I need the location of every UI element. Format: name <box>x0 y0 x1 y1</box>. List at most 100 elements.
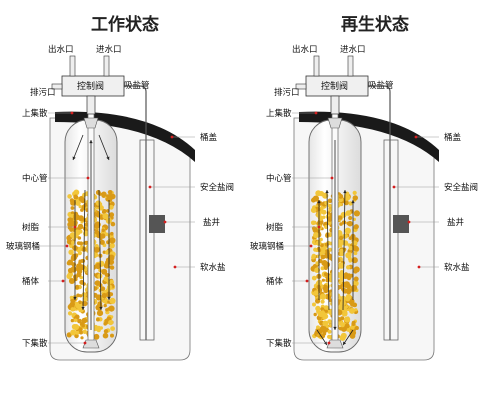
resin-bead <box>105 308 109 312</box>
label-brine-well: 盐井 <box>447 218 465 228</box>
resin-bead <box>327 334 332 339</box>
resin-bead <box>327 319 332 324</box>
label-salt: 软水盐 <box>444 263 470 273</box>
resin-bead <box>80 208 84 212</box>
outlet-pipe <box>69 55 76 77</box>
resin-bead <box>75 285 80 290</box>
label-drain: 排污口 <box>274 88 300 98</box>
panel-title: 再生状态 <box>341 15 409 35</box>
resin-bead <box>347 243 351 247</box>
resin-bead <box>77 236 82 240</box>
resin-bead <box>103 303 107 308</box>
label-salt: 软水盐 <box>200 263 226 273</box>
resin-bead <box>73 194 79 200</box>
resin-bead <box>75 200 81 206</box>
resin-bead <box>93 223 100 229</box>
resin-bead <box>327 329 332 334</box>
flow-arrow <box>342 189 346 311</box>
tank-lid <box>299 111 439 162</box>
resin-bead <box>352 217 356 221</box>
resin-bead <box>109 242 115 249</box>
leader-dot <box>317 225 321 229</box>
leader-dot <box>330 176 334 180</box>
flow-arrow <box>98 134 110 161</box>
resin-bead <box>313 312 317 317</box>
resin-bead <box>344 227 351 234</box>
resin-bead <box>351 322 356 326</box>
resin-bead <box>78 294 83 298</box>
resin-bead <box>350 329 357 336</box>
resin-bead <box>353 210 360 217</box>
label-drain: 排污口 <box>30 88 56 98</box>
resin-bead <box>67 221 74 228</box>
resin-bead <box>108 319 114 326</box>
resin-bead <box>94 229 100 235</box>
resin-bead <box>75 330 80 335</box>
resin-bead <box>317 310 323 316</box>
drain-port <box>51 83 63 90</box>
resin-bead <box>73 324 80 331</box>
brine-well <box>383 139 399 341</box>
label-resin: 树脂 <box>266 223 284 233</box>
resin-bead <box>350 302 355 307</box>
resin-bead <box>346 275 352 281</box>
resin-bead <box>320 299 325 304</box>
resin-bead <box>95 190 101 195</box>
resin-bead <box>325 324 330 328</box>
resin-bead <box>353 276 359 282</box>
label-valve: 控制阀 <box>77 82 105 92</box>
safety-brine-valve <box>393 215 409 233</box>
flow-arrowhead <box>99 306 103 310</box>
flow-arrowhead <box>333 326 337 330</box>
label-lower-distributor: 下集散 <box>22 339 48 349</box>
resin-bead <box>344 323 350 329</box>
flow-arrow <box>326 189 330 311</box>
leader-dot <box>61 279 65 283</box>
resin-bead <box>102 209 107 214</box>
resin-bead <box>320 266 325 271</box>
resin-bead <box>97 273 103 279</box>
resin-bead <box>75 304 80 309</box>
resin-bead <box>68 249 74 255</box>
label-inlet: 进水口 <box>96 45 122 55</box>
resin-bead <box>353 269 358 274</box>
label-safety-brine-valve: 安全盐阀 <box>444 183 479 193</box>
resin-bead <box>345 288 352 295</box>
valve-neck <box>330 95 340 115</box>
leader-dot <box>70 111 74 115</box>
resin-bead <box>319 237 323 242</box>
resin-bead <box>323 288 329 294</box>
resin-bead <box>101 191 107 198</box>
leader-dot <box>170 135 174 139</box>
resin-bead <box>338 304 345 311</box>
resin-bead <box>76 241 81 246</box>
resin-bead <box>69 232 76 238</box>
resin-bead <box>342 240 349 246</box>
resin-bead <box>327 203 332 208</box>
resin-bead <box>102 332 109 339</box>
resin-bead <box>104 232 109 237</box>
resin-bead <box>324 309 328 313</box>
tank-lid <box>55 111 195 162</box>
leader-dot <box>73 225 77 229</box>
flow-arrowhead <box>107 296 111 300</box>
resin-bead <box>101 228 105 233</box>
leader-dot <box>86 176 90 180</box>
resin-bead <box>106 284 113 291</box>
resin-bead <box>339 222 343 226</box>
resin-bead <box>108 204 114 210</box>
resin-bead <box>353 224 359 230</box>
resin-bead <box>345 210 352 216</box>
flow-arrowhead <box>343 190 347 194</box>
resin-bead <box>100 233 106 239</box>
flow-arrowhead <box>317 200 321 204</box>
resin-bead <box>345 252 352 259</box>
leader-dot <box>392 185 396 189</box>
resin-bead <box>344 316 351 323</box>
resin-bead <box>102 213 109 220</box>
label-tank-lid: 桶盖 <box>200 133 218 143</box>
resin-bead <box>353 251 358 256</box>
flow-arrow <box>82 189 86 311</box>
